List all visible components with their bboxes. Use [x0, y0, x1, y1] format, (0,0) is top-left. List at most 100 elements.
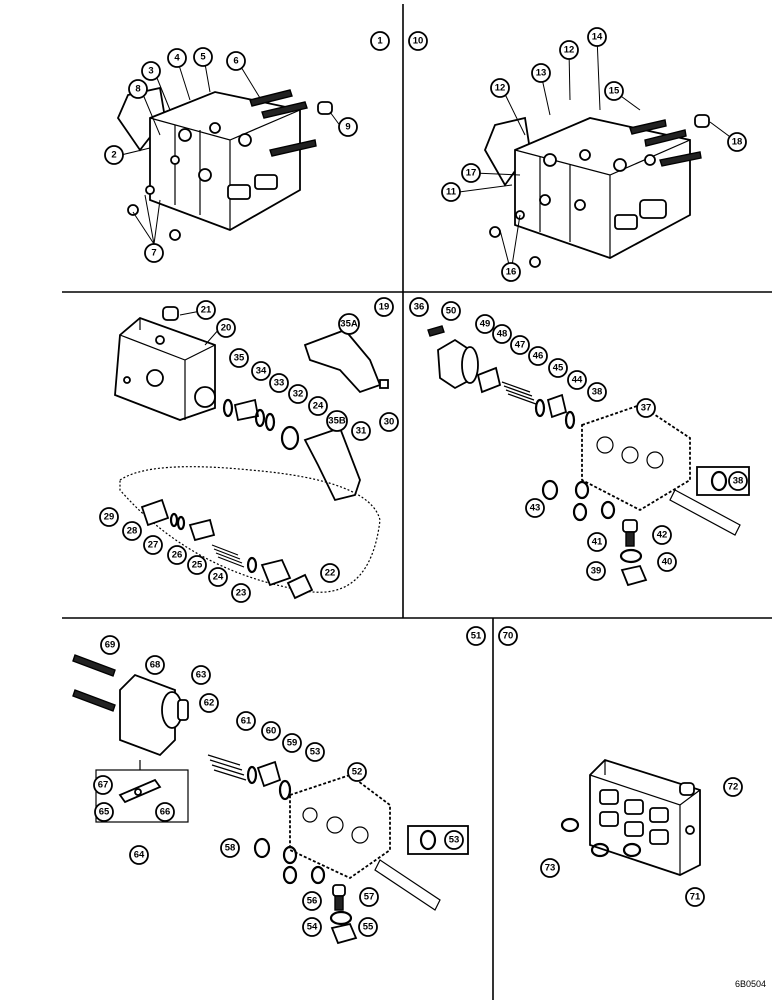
- svg-text:57: 57: [364, 892, 375, 903]
- plunger-spool-parts: [427, 325, 750, 587]
- svg-text:56: 56: [307, 896, 318, 907]
- svg-text:48: 48: [497, 329, 508, 340]
- callout-6: 6: [226, 51, 246, 71]
- callouts-panel-10: 11 12 12 13 14 15 16 17 18: [441, 27, 747, 282]
- callout-34: 34: [251, 361, 271, 381]
- callout-25: 25: [187, 555, 207, 575]
- callout-4: 4: [167, 48, 187, 68]
- svg-text:5: 5: [200, 52, 206, 63]
- callout-40: 40: [657, 552, 677, 572]
- svg-text:8: 8: [135, 84, 140, 95]
- svg-text:55: 55: [363, 922, 374, 933]
- svg-text:9: 9: [345, 122, 350, 133]
- callout-53b: 53: [444, 830, 464, 850]
- callout-57: 57: [359, 887, 379, 907]
- svg-text:69: 69: [105, 640, 116, 651]
- svg-text:35A: 35A: [340, 319, 358, 330]
- svg-text:23: 23: [236, 588, 247, 599]
- callout-30: 30: [379, 412, 399, 432]
- callout-44: 44: [567, 370, 587, 390]
- svg-text:68: 68: [150, 660, 161, 671]
- callout-8: 8: [128, 79, 148, 99]
- callouts-panel-70: 71 72 73: [540, 777, 743, 907]
- svg-text:71: 71: [690, 892, 701, 903]
- callout-12b: 12: [559, 40, 579, 60]
- callout-9: 9: [338, 117, 358, 137]
- relief-valve-parts: [114, 306, 389, 600]
- svg-text:38: 38: [592, 387, 603, 398]
- svg-text:67: 67: [98, 780, 109, 791]
- detent-spool-parts: [72, 654, 469, 945]
- valve-assembly-two-spool: [116, 86, 333, 241]
- svg-text:30: 30: [384, 417, 395, 428]
- callout-63: 63: [191, 665, 211, 685]
- svg-text:46: 46: [533, 351, 544, 362]
- svg-text:73: 73: [545, 863, 556, 874]
- callout-61: 61: [236, 711, 256, 731]
- svg-text:4: 4: [174, 53, 180, 64]
- svg-text:50: 50: [446, 306, 457, 317]
- panel-marker-1: 1: [370, 31, 390, 51]
- callout-42: 42: [652, 525, 672, 545]
- callout-32: 32: [288, 384, 308, 404]
- svg-text:60: 60: [266, 726, 277, 737]
- callout-13: 13: [531, 63, 551, 83]
- svg-text:28: 28: [127, 526, 138, 537]
- valve-assembly-three-spool: [484, 114, 710, 268]
- callout-7: 7: [144, 243, 164, 263]
- callout-20: 20: [216, 318, 236, 338]
- svg-text:53: 53: [449, 835, 460, 846]
- callouts-panel-1: 2 3 4 5 6 7 8 9: [104, 47, 358, 263]
- svg-text:31: 31: [356, 426, 367, 437]
- svg-text:72: 72: [728, 782, 739, 793]
- svg-text:39: 39: [591, 566, 602, 577]
- svg-text:2: 2: [111, 150, 116, 161]
- callout-56: 56: [302, 891, 322, 911]
- svg-text:7: 7: [151, 248, 156, 259]
- callout-46: 46: [528, 346, 548, 366]
- callout-68: 68: [145, 655, 165, 675]
- svg-text:13: 13: [536, 68, 547, 79]
- svg-text:1: 1: [377, 36, 383, 47]
- svg-text:47: 47: [515, 340, 526, 351]
- svg-text:51: 51: [471, 631, 482, 642]
- svg-text:35B: 35B: [328, 416, 346, 427]
- svg-text:42: 42: [657, 530, 668, 541]
- callout-35a: 35A: [338, 313, 360, 335]
- callout-2: 2: [104, 145, 124, 165]
- callout-5: 5: [193, 47, 213, 67]
- svg-text:34: 34: [256, 366, 267, 377]
- svg-text:14: 14: [592, 32, 603, 43]
- svg-text:45: 45: [553, 363, 564, 374]
- svg-text:49: 49: [480, 319, 491, 330]
- svg-text:62: 62: [204, 698, 215, 709]
- svg-text:6: 6: [233, 56, 238, 67]
- callout-18: 18: [727, 132, 747, 152]
- callout-12a: 12: [490, 78, 510, 98]
- callout-16: 16: [501, 262, 521, 282]
- svg-text:12: 12: [495, 83, 506, 94]
- svg-text:40: 40: [662, 557, 673, 568]
- svg-text:24: 24: [313, 401, 324, 412]
- svg-text:66: 66: [160, 807, 171, 818]
- callout-43: 43: [525, 498, 545, 518]
- svg-text:20: 20: [221, 323, 232, 334]
- callout-38b: 38: [728, 471, 748, 491]
- svg-text:65: 65: [99, 807, 110, 818]
- callout-15: 15: [604, 81, 624, 101]
- callout-23: 23: [231, 583, 251, 603]
- callout-33: 33: [269, 373, 289, 393]
- callout-24a: 24: [208, 567, 228, 587]
- svg-text:26: 26: [172, 550, 183, 561]
- callout-47: 47: [510, 335, 530, 355]
- panel-dividers: [62, 4, 772, 1000]
- callouts-panel-19: 20 21 22 23 24 24 25 26 27 28 29 30 31 3…: [99, 300, 399, 603]
- callout-21: 21: [196, 300, 216, 320]
- callout-24b: 24: [308, 396, 328, 416]
- callout-48: 48: [492, 324, 512, 344]
- svg-text:12: 12: [564, 45, 575, 56]
- svg-text:22: 22: [325, 568, 336, 579]
- callout-71: 71: [685, 887, 705, 907]
